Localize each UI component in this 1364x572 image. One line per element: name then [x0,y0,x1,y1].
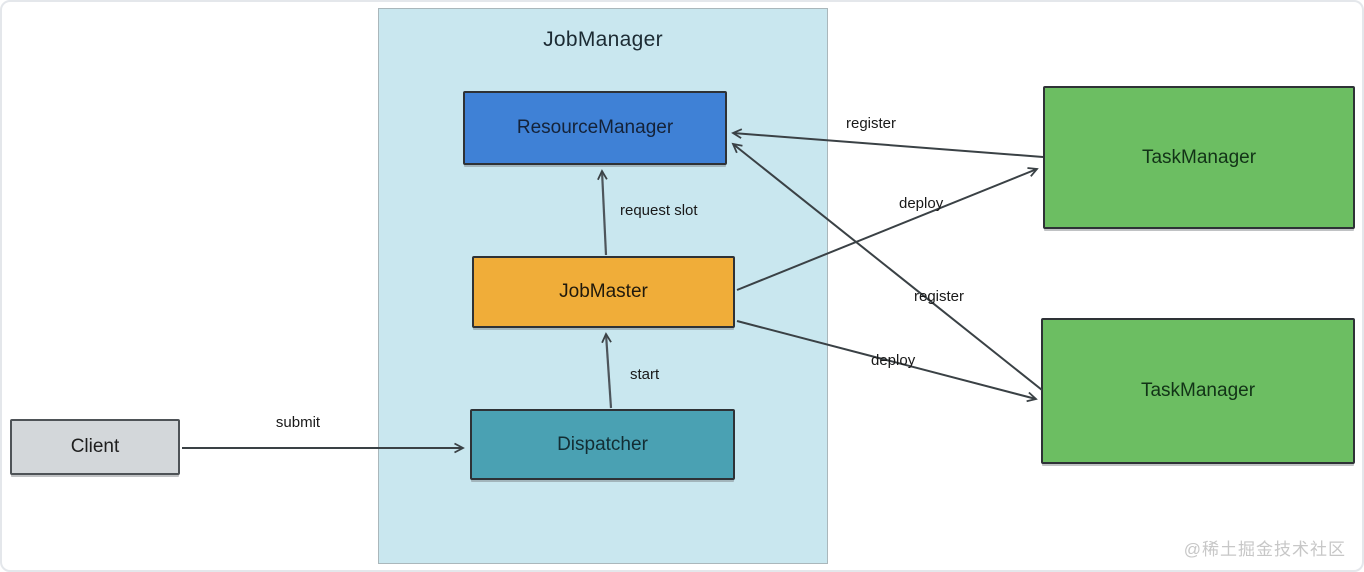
job-master-label: JobMaster [559,281,648,302]
edge-label-start: start [630,366,660,383]
edge-label-deploy-top: deploy [899,195,944,212]
job-manager-container-title: JobManager [543,28,663,51]
edge-label-deploy-bottom: deploy [871,352,916,369]
watermark: @稀土掘金技术社区 [1183,540,1346,559]
resource-manager-label: ResourceManager [516,117,674,138]
edge-label-submit: submit [275,414,321,431]
task-manager-top-label: TaskManager [1141,146,1257,168]
client-node: Client [10,419,180,475]
task-manager-top-node: TaskManager [1043,86,1355,229]
edge-label-request-slot: request slot [620,202,698,219]
dispatcher-node: Dispatcher [470,409,735,480]
job-master-node: JobMaster [472,256,735,328]
task-manager-bottom-node: TaskManager [1041,318,1355,464]
dispatcher-label: Dispatcher [557,433,648,455]
client-label: Client [70,436,120,457]
edge-label-register-top: register [846,115,897,132]
edge-label-register-bottom: register [914,288,965,305]
task-manager-bottom-label: TaskManager [1140,380,1256,401]
resource-manager-node: ResourceManager [463,91,727,165]
